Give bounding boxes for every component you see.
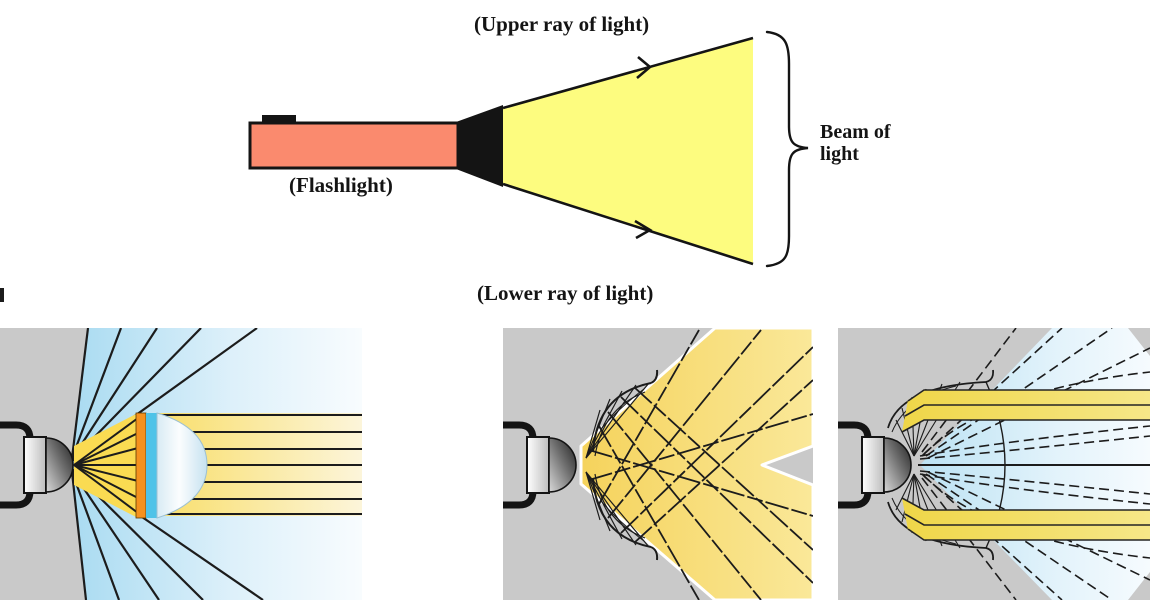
reflector-mesh-lower xyxy=(585,471,659,561)
lower-ray-line xyxy=(502,182,754,266)
upper-ray-line xyxy=(502,36,754,110)
panel1-parallel-rays xyxy=(161,414,362,515)
bulb-socket-icon xyxy=(0,421,74,509)
bulb-socket-icon xyxy=(503,421,577,509)
beam-label-line2: light xyxy=(820,143,859,165)
condenser-lens-icon xyxy=(135,412,208,519)
panel1-cone-rays xyxy=(73,417,139,514)
beam-of-light-label: Beam of light xyxy=(820,121,891,165)
panel2-crossing-beam xyxy=(579,328,813,600)
flashlight-body xyxy=(248,121,460,170)
flashlight-beam-diagram xyxy=(0,30,809,302)
lower-ray-label: (Lower ray of light) xyxy=(477,281,654,305)
panel-dome-lens-parallel-bands xyxy=(838,328,1150,600)
panel-reflector-crossing-beam xyxy=(503,328,813,600)
reflector-mesh-upper xyxy=(585,369,659,459)
panel2-crossing-rays xyxy=(588,329,813,600)
beam-brace-icon xyxy=(765,30,809,268)
flashlight-head-cone xyxy=(456,105,503,187)
upper-ray-arrow-icon xyxy=(636,56,653,79)
beam-of-light-shape xyxy=(503,38,753,264)
panel-lens-collimated-beam xyxy=(0,328,362,600)
edge-artifact xyxy=(0,288,4,302)
panel3-lower-beam-band xyxy=(901,497,1150,541)
panel3-upper-beam-band xyxy=(901,389,1150,433)
flashlight-switch xyxy=(262,115,296,124)
bulb-socket-icon xyxy=(838,421,912,509)
beam-label-line1: Beam of xyxy=(820,121,891,143)
lower-ray-arrow-icon xyxy=(634,219,653,240)
upper-ray-label: (Upper ray of light) xyxy=(474,12,650,36)
flashlight-label: (Flashlight) xyxy=(289,173,393,197)
